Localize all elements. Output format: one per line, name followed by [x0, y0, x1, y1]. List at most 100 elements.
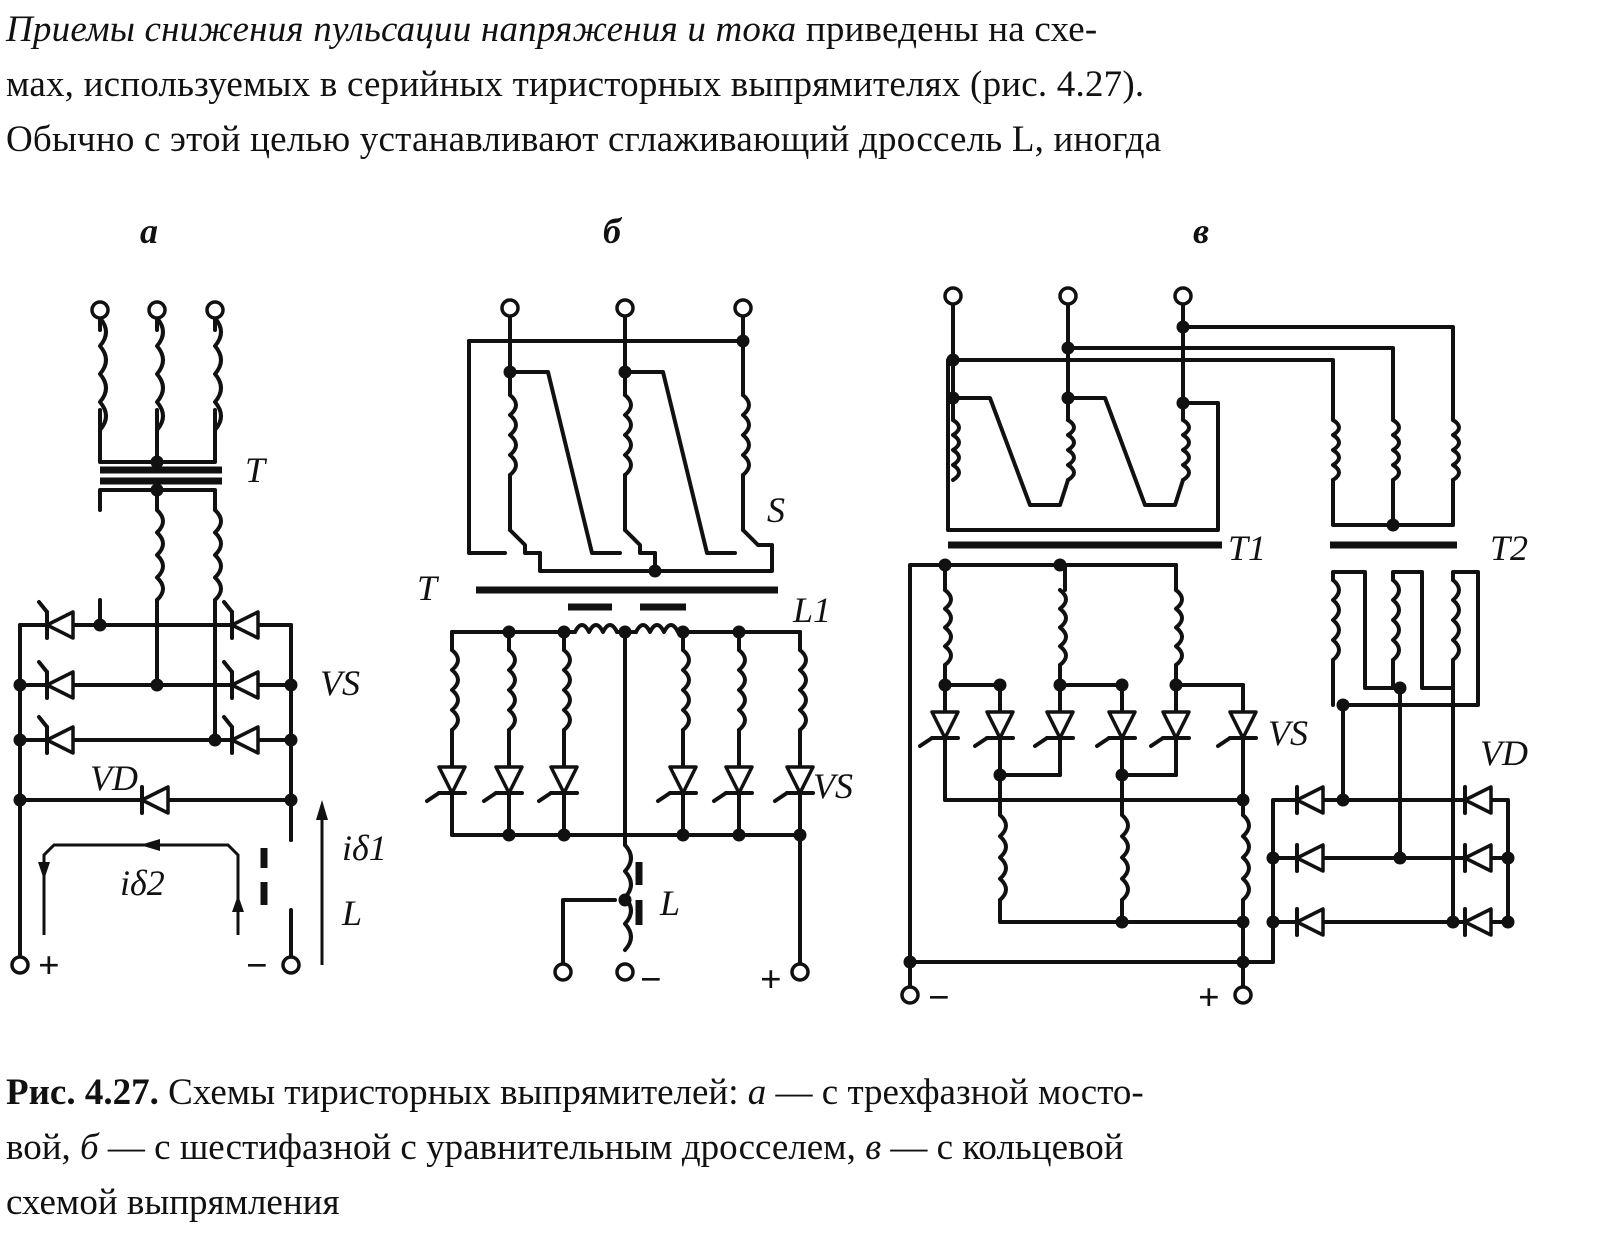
inductor-coil-icon	[98, 316, 108, 432]
thyristor-icon	[37, 660, 77, 700]
junction-dot	[150, 455, 164, 469]
junction-dot	[208, 733, 222, 747]
inductor-coil-icon	[1181, 418, 1191, 482]
thyristor-icon	[37, 600, 77, 640]
thyristor-icon	[37, 715, 77, 755]
junction-dot	[946, 353, 960, 367]
junction-dot	[938, 558, 952, 572]
terminal-icon[interactable]	[733, 298, 753, 318]
terminal-icon[interactable]	[900, 985, 920, 1005]
junction-dot	[13, 678, 27, 692]
diode-icon	[138, 785, 172, 815]
label-VS-a: VS	[320, 663, 360, 703]
diode-icon	[1293, 785, 1327, 815]
junction-dot	[903, 955, 917, 969]
caption-letter-a: а	[747, 1072, 767, 1113]
inductor-coil-icon	[450, 648, 460, 732]
junction-dot	[676, 828, 690, 842]
inductor-coil-icon	[1120, 813, 1130, 902]
inductor-coil-icon	[507, 648, 517, 732]
thyristor-icon	[537, 763, 579, 803]
circuit-c-ring-rectifier: T1 T2 VS VD − +	[908, 298, 1528, 1019]
caption-line-2: вой, б — с шестифазной с уравнительным д…	[6, 1120, 1600, 1175]
sign-minus-a: −	[246, 945, 268, 987]
junction-dot	[1266, 915, 1280, 929]
junction-dot	[1053, 678, 1067, 692]
junction-dot	[1053, 558, 1067, 572]
terminal-icon[interactable]	[281, 955, 301, 975]
terminal-icon[interactable]	[943, 286, 963, 306]
terminal-icon[interactable]	[615, 298, 635, 318]
junction-dot	[1393, 681, 1407, 695]
label-L1: L1	[792, 590, 831, 630]
markers	[10, 286, 1515, 1005]
terminal-icon[interactable]	[553, 962, 573, 982]
thyristor-icon	[1216, 708, 1258, 748]
junction-dot	[648, 564, 662, 578]
panel-label-c: в	[1193, 211, 1210, 251]
junction-dot	[150, 483, 164, 497]
thyristor-icon	[425, 763, 467, 803]
label-T2: T2	[1490, 528, 1528, 568]
label-VS-b: VS	[813, 766, 853, 806]
junction-dot	[618, 365, 632, 379]
thyristor-icon	[656, 763, 698, 803]
junction-dot	[1115, 915, 1129, 929]
terminal-icon[interactable]	[205, 300, 225, 320]
sign-plus-c: +	[1198, 977, 1220, 1019]
junction-dot	[1386, 518, 1400, 532]
junction-dot	[1501, 915, 1515, 929]
terminal-icon[interactable]	[500, 298, 520, 318]
junction-dot	[1176, 320, 1190, 334]
inductor-coil-icon	[1391, 578, 1401, 662]
inductor-coil-icon	[951, 418, 961, 482]
junction-dot	[1061, 341, 1075, 355]
junction-dot	[1115, 678, 1129, 692]
junction-dot	[502, 828, 516, 842]
terminal-icon[interactable]	[147, 300, 167, 320]
terminal-icon[interactable]	[90, 300, 110, 320]
junction-dot	[993, 768, 1007, 782]
junction-dot	[1501, 851, 1515, 865]
diode-icon	[1293, 843, 1327, 873]
thyristor-icon	[1149, 708, 1191, 748]
junction-dot	[1236, 793, 1250, 807]
panel-label-a: а	[140, 211, 158, 251]
terminal-icon[interactable]	[10, 955, 30, 975]
terminal-icon[interactable]	[615, 962, 635, 982]
paragraph-line-2: мах, используемых в серийных тиристорных…	[6, 64, 1145, 105]
junction-dot	[284, 678, 298, 692]
inductor-coil-icon	[943, 588, 953, 667]
label-L-a: L	[341, 893, 362, 933]
inductor-coil-icon	[508, 393, 518, 477]
circuit-b-six-phase-interphase-reactor: T S L1 VS L − +	[417, 310, 853, 1001]
terminal-icon[interactable]	[1173, 286, 1193, 306]
label-T-a: T	[245, 450, 268, 490]
caption-text-2: — с трехфазной мосто-	[766, 1072, 1144, 1113]
junction-dot	[1061, 391, 1075, 405]
junction-dot	[676, 625, 690, 639]
junction-dot	[732, 828, 746, 842]
terminal-icon[interactable]	[1233, 985, 1253, 1005]
junction-dot	[13, 733, 27, 747]
caption-text-3: вой,	[6, 1127, 81, 1168]
thyristor-icon	[918, 708, 960, 748]
caption-letter-b: б	[80, 1127, 99, 1168]
circuit-a-three-phase-bridge: iδ2 iδ1 L T VS VD + −	[18, 316, 387, 987]
caption-text-1: Схемы тиристорных выпрямителей:	[158, 1072, 748, 1113]
label-VD-c: VD	[1480, 733, 1528, 773]
label-T1: T1	[1228, 528, 1266, 568]
inductor-coil-icon	[155, 508, 165, 602]
terminal-icon[interactable]	[1058, 286, 1078, 306]
terminal-icon[interactable]	[790, 962, 810, 982]
junction-dot	[1169, 678, 1183, 692]
inductor-coil-icon	[681, 648, 691, 732]
diode-icon	[1461, 907, 1495, 937]
caption-text-5: — с кольцевой	[881, 1127, 1124, 1168]
junction-dot	[1176, 396, 1190, 410]
sign-plus-a: +	[38, 945, 60, 987]
junction-dot	[557, 625, 571, 639]
inductor-coil-icon	[155, 316, 165, 432]
label-id1: iδ1	[342, 828, 387, 868]
